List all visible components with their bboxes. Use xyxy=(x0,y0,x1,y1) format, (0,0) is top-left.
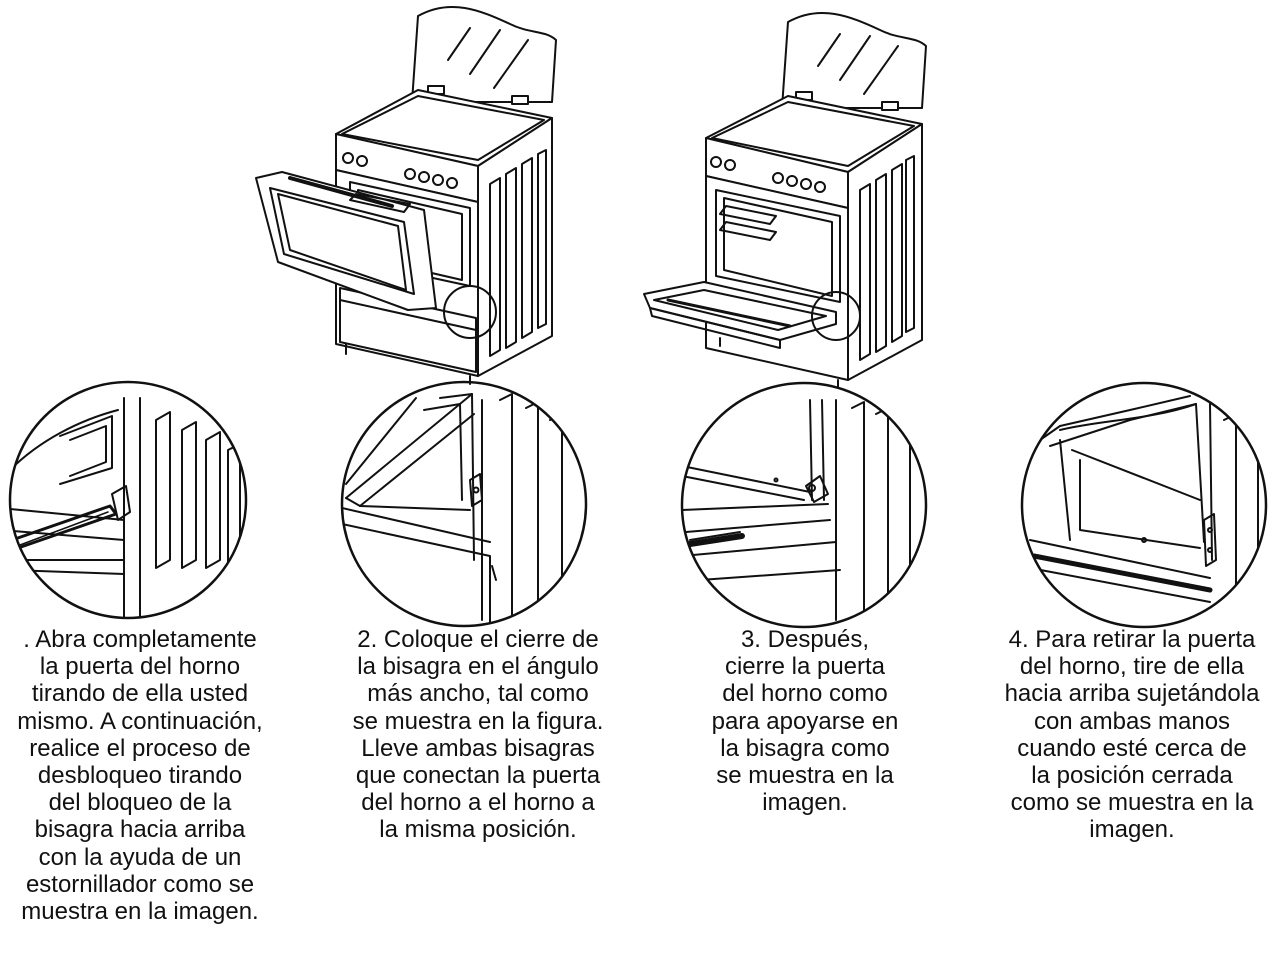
step-3-instruction: 3. Después, cierre la puerta del horno c… xyxy=(711,626,899,817)
step-4-instruction: 4. Para retirar la puerta del horno, tir… xyxy=(1004,626,1260,844)
hinge-detail-1 xyxy=(8,380,248,620)
stove-door-tilted-drawing xyxy=(255,5,557,385)
hinge-detail-4 xyxy=(1020,381,1268,629)
hinge-detail-2 xyxy=(340,380,588,628)
stove-door-open-drawing xyxy=(643,11,927,389)
step-2-instruction: 2. Coloque el cierre de la bisagra en el… xyxy=(352,626,604,844)
hinge-detail-3 xyxy=(680,381,928,629)
step-1-instruction: . Abra completamente la puerta del horno… xyxy=(17,626,263,926)
